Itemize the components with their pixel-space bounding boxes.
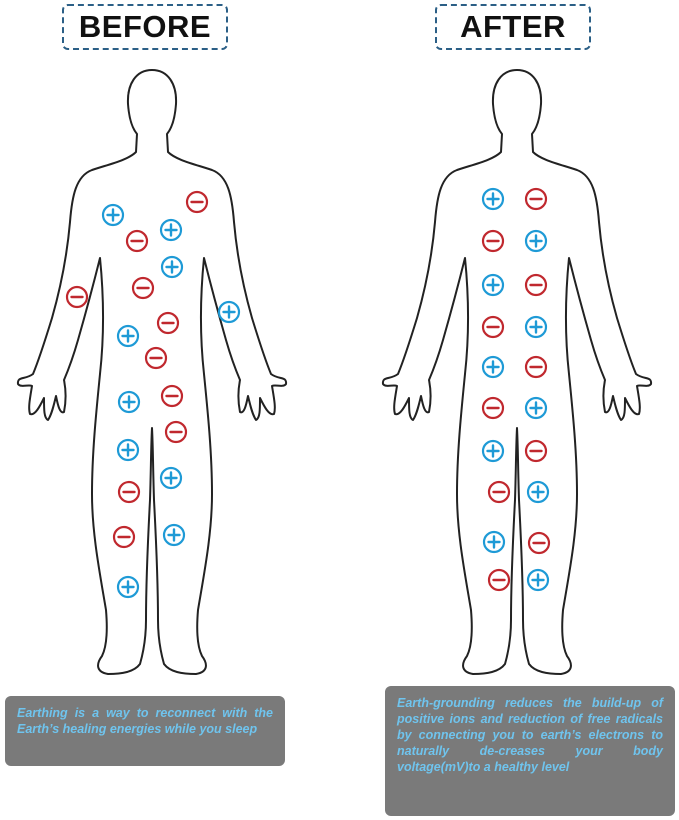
plus-circle-icon: [481, 439, 505, 463]
minus-circle-icon: [185, 190, 209, 214]
minus-circle-icon: [524, 355, 548, 379]
minus-circle-icon: [524, 273, 548, 297]
after-title: AFTER: [435, 4, 591, 50]
plus-circle-icon: [526, 568, 550, 592]
minus-circle-icon: [65, 285, 89, 309]
minus-circle-icon: [481, 315, 505, 339]
plus-circle-icon: [159, 466, 183, 490]
minus-circle-icon: [144, 346, 168, 370]
plus-circle-icon: [159, 218, 183, 242]
plus-circle-icon: [524, 229, 548, 253]
minus-circle-icon: [117, 480, 141, 504]
plus-circle-icon: [481, 187, 505, 211]
minus-circle-icon: [481, 229, 505, 253]
body-outline: [16, 69, 288, 675]
body-outline: [381, 69, 653, 675]
before-title: BEFORE: [62, 4, 228, 50]
minus-circle-icon: [131, 276, 155, 300]
plus-circle-icon: [116, 324, 140, 348]
minus-circle-icon: [164, 420, 188, 444]
plus-circle-icon: [116, 438, 140, 462]
before-caption: Earthing is a way to reconnect with the …: [5, 696, 285, 766]
plus-circle-icon: [481, 273, 505, 297]
minus-circle-icon: [524, 187, 548, 211]
plus-circle-icon: [162, 523, 186, 547]
minus-circle-icon: [481, 396, 505, 420]
minus-circle-icon: [156, 311, 180, 335]
plus-circle-icon: [101, 203, 125, 227]
plus-circle-icon: [482, 530, 506, 554]
minus-circle-icon: [125, 229, 149, 253]
plus-circle-icon: [160, 255, 184, 279]
plus-circle-icon: [116, 575, 140, 599]
plus-circle-icon: [526, 480, 550, 504]
plus-circle-icon: [524, 315, 548, 339]
after-caption: Earth-grounding reduces the build-up of …: [385, 686, 675, 816]
before-body-diagram: [16, 69, 288, 675]
plus-circle-icon: [217, 300, 241, 324]
minus-circle-icon: [527, 531, 551, 555]
minus-circle-icon: [487, 480, 511, 504]
minus-circle-icon: [160, 384, 184, 408]
plus-circle-icon: [481, 355, 505, 379]
plus-circle-icon: [117, 390, 141, 414]
minus-circle-icon: [112, 525, 136, 549]
minus-circle-icon: [487, 568, 511, 592]
after-body-diagram: [381, 69, 653, 675]
minus-circle-icon: [524, 439, 548, 463]
plus-circle-icon: [524, 396, 548, 420]
